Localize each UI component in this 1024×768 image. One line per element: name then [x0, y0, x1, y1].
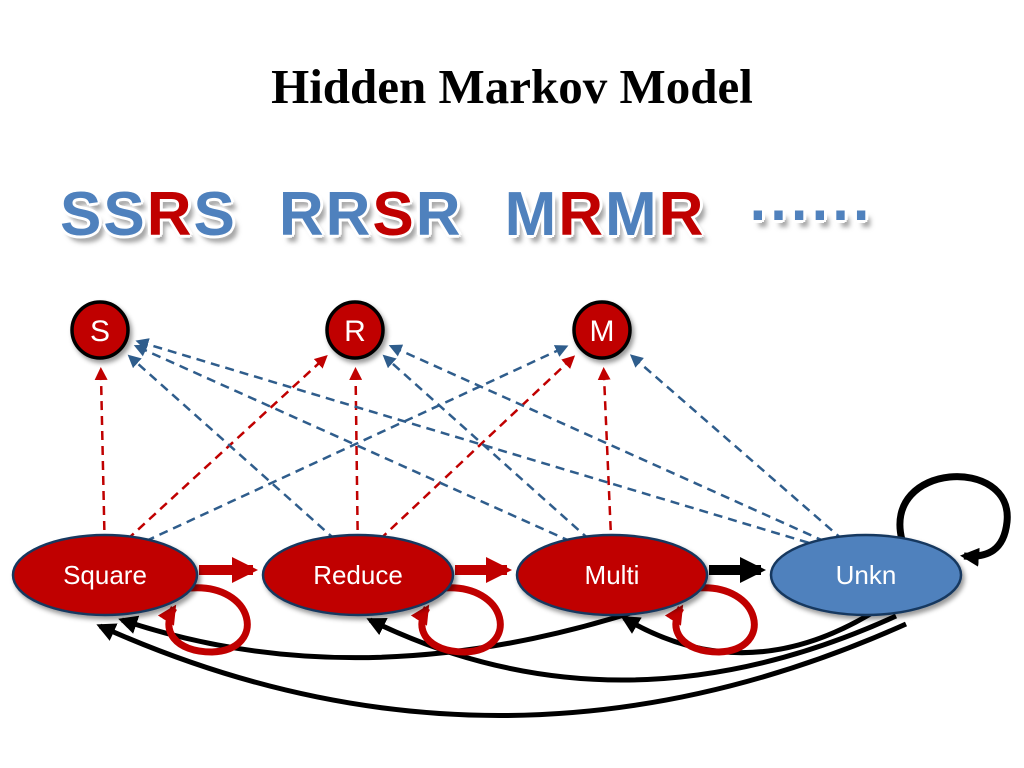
- emission-arrow-reduce-S: [127, 354, 359, 561]
- emission-arrow-square-R: [104, 355, 328, 561]
- sequence-letter: S: [60, 180, 102, 249]
- self-loop-reduce: [410, 584, 504, 656]
- state-node-reduce: Reduce: [261, 533, 455, 617]
- self-loop-square: [157, 584, 251, 656]
- observation-node-R: R: [325, 300, 385, 360]
- sequence-letter: ⋯⋯: [747, 180, 872, 249]
- emission-arrow-reduce-M: [357, 355, 576, 561]
- emission-arrow-square-M: [104, 345, 569, 562]
- self-loop-unkn: [896, 473, 1011, 567]
- observation-node-M: M: [572, 300, 632, 360]
- state-shape-multi: [515, 533, 709, 617]
- state-shape-square: [11, 533, 199, 617]
- sequence-letter: R: [415, 180, 461, 249]
- sequence-group-4: ⋯⋯: [747, 184, 871, 246]
- self-loop-multi: [664, 584, 758, 656]
- state-node-square: Square: [11, 533, 199, 617]
- sequence-letter: R: [146, 180, 192, 249]
- state-label-square: Square: [63, 560, 147, 590]
- sequence-letter: S: [103, 180, 145, 249]
- state-label-reduce: Reduce: [313, 560, 403, 590]
- observation-label-S: S: [90, 315, 110, 348]
- slide-title: Hidden Markov Model: [271, 59, 753, 114]
- observation-shape-R: [325, 300, 385, 360]
- observation-shape-M: [572, 300, 632, 360]
- return-arrow-unkn-square: [96, 621, 908, 718]
- sequence-letter: S: [193, 180, 235, 249]
- sequence-letter: S: [372, 180, 414, 249]
- observation-node-S: S: [70, 300, 130, 360]
- emissions-layer: [94, 338, 867, 562]
- observation-label-M: M: [590, 315, 615, 348]
- sequence-letter: M: [605, 180, 657, 249]
- emission-arrow-unkn-M: [629, 354, 867, 561]
- emission-arrow-multi-M: [597, 366, 614, 561]
- sequence-letter: M: [504, 180, 557, 249]
- emission-arrow-multi-R: [382, 354, 613, 561]
- emission-arrow-unkn-R: [388, 344, 867, 562]
- emission-arrow-reduce-R: [349, 366, 363, 561]
- sequence-letter: R: [278, 180, 324, 249]
- return-arrow-multi-square: [118, 607, 641, 661]
- state-node-unkn: Unkn: [769, 533, 963, 617]
- state-shape-reduce: [261, 533, 455, 617]
- sequence-letter: R: [558, 180, 603, 249]
- emission-arrow-square-S: [94, 366, 108, 561]
- sequence-letter: R: [325, 180, 371, 249]
- emission-arrow-multi-S: [133, 344, 613, 562]
- state-label-unkn: Unkn: [836, 560, 897, 590]
- state-node-multi: Multi: [515, 533, 709, 617]
- emission-arrow-unkn-S: [135, 338, 867, 562]
- state-shape-unkn: [769, 533, 963, 617]
- observation-label-R: R: [344, 315, 366, 348]
- state-label-multi: Multi: [585, 560, 640, 590]
- sequence-letter: R: [658, 180, 704, 249]
- self-loops-layer: [157, 473, 1011, 656]
- observation-shape-S: [70, 300, 130, 360]
- return-arrow-unkn-multi: [620, 605, 882, 656]
- nodes-layer: Square Reduce Multi Unkn S R M: [11, 300, 963, 617]
